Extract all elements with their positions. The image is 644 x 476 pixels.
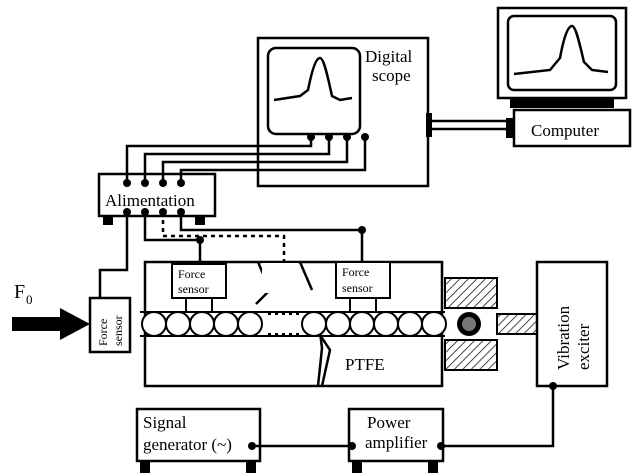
f0-label: F <box>14 281 25 303</box>
bead <box>301 311 327 337</box>
monitor-base <box>510 98 614 108</box>
alimentation-label: Alimentation <box>105 191 195 210</box>
break-line-right <box>298 261 332 387</box>
scope-side-port <box>426 113 432 137</box>
computer: Computer <box>496 6 632 148</box>
svg-text:sensor: sensor <box>111 315 125 346</box>
bead <box>397 311 423 337</box>
svg-text:Power: Power <box>367 413 411 432</box>
monitor-pulse-trace <box>513 24 609 76</box>
vibration-exciter: Vibration exciter <box>535 260 609 390</box>
bead <box>325 311 351 337</box>
scope-label-line2: scope <box>372 66 411 85</box>
exciter-rod <box>496 313 538 335</box>
svg-text:Vibration: Vibration <box>554 305 573 370</box>
scope-pulse-trace <box>273 56 353 102</box>
force-sensor-left: Force sensor <box>171 263 227 312</box>
svg-text:sensor: sensor <box>178 282 209 296</box>
svg-text:amplifier: amplifier <box>365 433 428 452</box>
signal-generator: Signal generator (~) <box>135 407 262 473</box>
computer-case <box>512 108 632 148</box>
power-amplifier: Power amplifier <box>347 407 445 473</box>
svg-text:Force: Force <box>178 267 205 281</box>
dotted-cable-hidden-sensor <box>161 212 286 262</box>
force-sensor-right: Force sensor <box>335 261 391 312</box>
applied-force-arrow: F 0 <box>12 281 90 340</box>
ptfe-label: PTFE <box>345 355 385 374</box>
scope-label-line1: Digital <box>365 47 412 66</box>
bead <box>421 311 447 337</box>
scope-alimentation-cables <box>125 137 367 183</box>
svg-text:exciter: exciter <box>574 323 593 370</box>
drive-cables <box>256 386 555 448</box>
alimentation-foot-left <box>103 216 113 225</box>
bead <box>213 311 239 337</box>
bead <box>189 311 215 337</box>
computer-port <box>506 118 514 138</box>
svg-text:Force: Force <box>342 265 369 279</box>
bead <box>165 311 191 337</box>
alimentation-sensor-cables <box>98 212 364 298</box>
digital-scope: Digital scope <box>256 36 432 188</box>
scope-screen <box>266 46 362 136</box>
svg-text:Signal: Signal <box>143 413 187 432</box>
computer-label: Computer <box>531 121 599 140</box>
force-sensor-end: Force sensor <box>88 296 132 354</box>
clamp-holder <box>444 277 538 371</box>
alimentation-unit: Alimentation <box>97 172 217 225</box>
bead <box>373 311 399 337</box>
f0-subscript: 0 <box>26 292 33 307</box>
bead-chain <box>140 311 447 337</box>
svg-text:generator (~): generator (~) <box>143 435 232 454</box>
bead <box>349 311 375 337</box>
alimentation-foot-right <box>195 216 205 225</box>
svg-text:sensor: sensor <box>342 281 373 295</box>
bead <box>141 311 167 337</box>
bead <box>237 311 263 337</box>
svg-text:Force: Force <box>96 319 110 346</box>
